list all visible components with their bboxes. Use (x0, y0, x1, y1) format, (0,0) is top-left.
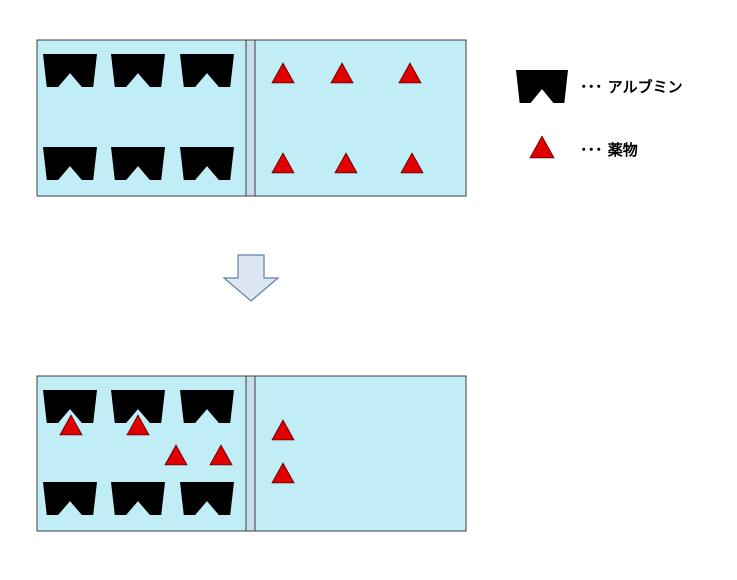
before-panel (36, 39, 467, 197)
albumin-shape-icon (43, 147, 97, 180)
after-albumin-group (43, 390, 234, 515)
legend-albumin-label: ･･･ アルブミン (580, 78, 683, 96)
albumin-shape-icon (111, 54, 165, 87)
before-drug-group (271, 62, 424, 174)
red-triangle-icon (209, 444, 233, 466)
red-triangle-icon (271, 62, 295, 84)
albumin-shape-icon-shape (516, 70, 568, 103)
albumin-shape-icon (111, 147, 165, 180)
albumin-shape-icon (111, 482, 165, 515)
red-triangle-icon (271, 152, 295, 174)
down-arrow-icon (222, 254, 280, 302)
albumin-shape-icon (516, 70, 568, 103)
before-albumin-group (43, 54, 234, 180)
red-triangle-icon-shape (529, 135, 555, 159)
albumin-shape-icon (111, 390, 165, 423)
before-membrane (245, 39, 256, 197)
red-triangle-icon (529, 135, 555, 159)
red-triangle-icon (164, 444, 188, 466)
red-triangle-icon (126, 414, 150, 436)
albumin-shape-icon (180, 147, 234, 180)
legend-drug-label: ･･･ 薬物 (580, 141, 638, 159)
after-membrane (245, 375, 256, 532)
albumin-shape-icon (180, 390, 234, 423)
red-triangle-icon (398, 62, 422, 84)
albumin-shape-icon (43, 54, 97, 87)
albumin-shape-icon (43, 482, 97, 515)
albumin-shape-icon (43, 390, 97, 423)
red-triangle-icon (400, 152, 424, 174)
legend (516, 70, 568, 159)
red-triangle-icon (59, 414, 83, 436)
red-triangle-icon (271, 419, 295, 441)
after-drug-group (59, 414, 295, 484)
red-triangle-icon (271, 462, 295, 484)
after-panel (36, 375, 467, 532)
albumin-shape-icon (180, 482, 234, 515)
albumin-shape-icon (180, 54, 234, 87)
red-triangle-icon (334, 152, 358, 174)
red-triangle-icon (330, 62, 354, 84)
